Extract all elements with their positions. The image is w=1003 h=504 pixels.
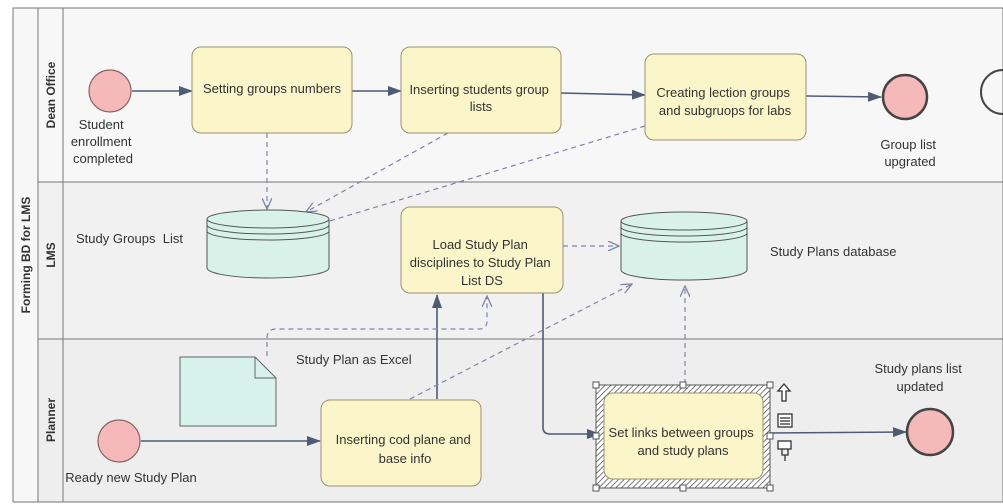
task-load-study-plan-label: Load Study Plan disciplines to Study Pla… bbox=[410, 237, 555, 288]
flow-load-to-setlinks bbox=[542, 293, 601, 439]
flow-inserting-to-creating bbox=[560, 89, 646, 100]
appearance-brush-icon[interactable] bbox=[777, 440, 792, 461]
task-load-study-plan[interactable]: Load Study Plan disciplines to Study Pla… bbox=[400, 206, 564, 294]
start-event-enrollment-label: Student enrollment completed bbox=[71, 117, 135, 166]
resize-handle-se[interactable] bbox=[766, 484, 774, 492]
resize-handle-n[interactable] bbox=[679, 381, 687, 389]
start-event-study-plan[interactable] bbox=[97, 419, 141, 463]
task-inserting-cod-label: Inserting cod plane and base info bbox=[336, 432, 475, 466]
data-store-study-plans-label: Study Plans database bbox=[770, 244, 896, 259]
lane-title-planner: Planner bbox=[44, 398, 58, 442]
task-set-links-label: Set links between groups and study plans bbox=[609, 425, 758, 458]
assoc-inserting-to-groups bbox=[306, 132, 449, 212]
quick-link-arrow-icon[interactable] bbox=[776, 383, 792, 402]
lane-title-dean-office: Dean Office bbox=[44, 61, 58, 128]
start-event-study-plan-label: Ready new Study Plan bbox=[65, 470, 197, 485]
data-store-study-plans[interactable] bbox=[620, 211, 748, 281]
quick-link-toolbar bbox=[776, 383, 793, 461]
task-creating-lection-groups[interactable]: Creating lection groups and subgruops fo… bbox=[644, 53, 807, 141]
resize-handle-nw[interactable] bbox=[592, 381, 600, 389]
resize-handle-s[interactable] bbox=[679, 484, 687, 492]
task-setting-groups-numbers[interactable]: Setting groups numbers bbox=[191, 46, 353, 134]
pool-title: Forming BD for LMS bbox=[19, 197, 33, 314]
assoc-creating-to-groups bbox=[313, 125, 646, 226]
data-associations bbox=[266, 125, 685, 400]
end-event-study-plans-label: Study plans list updated bbox=[874, 361, 965, 394]
flow-creating-to-end bbox=[805, 91, 882, 102]
end-event-group-list[interactable] bbox=[881, 73, 929, 121]
task-inserting-students-group-lists[interactable]: Inserting students group lists bbox=[400, 46, 562, 134]
task-inserting-students-label: Inserting students group lists bbox=[409, 82, 552, 114]
offscreen-event-edge bbox=[980, 69, 1003, 115]
end-event-study-plans[interactable] bbox=[905, 407, 955, 457]
sequence-flows bbox=[132, 86, 907, 446]
resize-handle-e[interactable] bbox=[766, 432, 774, 440]
resize-handle-w[interactable] bbox=[592, 432, 600, 440]
task-inserting-cod-plane[interactable]: Inserting cod plane and base info bbox=[320, 399, 482, 487]
resize-handle-sw[interactable] bbox=[592, 484, 600, 492]
assoc-cod-to-plansdb bbox=[409, 284, 632, 400]
properties-list-icon[interactable] bbox=[777, 413, 793, 428]
data-object-study-plan-excel[interactable] bbox=[179, 356, 277, 427]
task-set-links-selected[interactable]: Set links between groups and study plans bbox=[592, 381, 774, 492]
task-setting-groups-label: Setting groups numbers bbox=[203, 81, 342, 96]
task-creating-lection-label: Creating lection groups and subgruops fo… bbox=[656, 85, 793, 118]
task-set-links[interactable] bbox=[603, 392, 764, 480]
data-store-study-groups-label: Study Groups List bbox=[76, 231, 183, 246]
data-object-study-plan-excel-label: Study Plan as Excel bbox=[296, 352, 412, 367]
data-store-study-groups[interactable] bbox=[206, 209, 330, 279]
start-event-enrollment[interactable] bbox=[88, 69, 132, 113]
end-event-group-list-label: Group list upgrated bbox=[880, 137, 939, 169]
lane-title-lms: LMS bbox=[44, 242, 58, 267]
assoc-excel-to-load bbox=[266, 296, 487, 356]
flow-setlinks-to-end bbox=[766, 427, 907, 438]
resize-handle-ne[interactable] bbox=[766, 381, 774, 389]
